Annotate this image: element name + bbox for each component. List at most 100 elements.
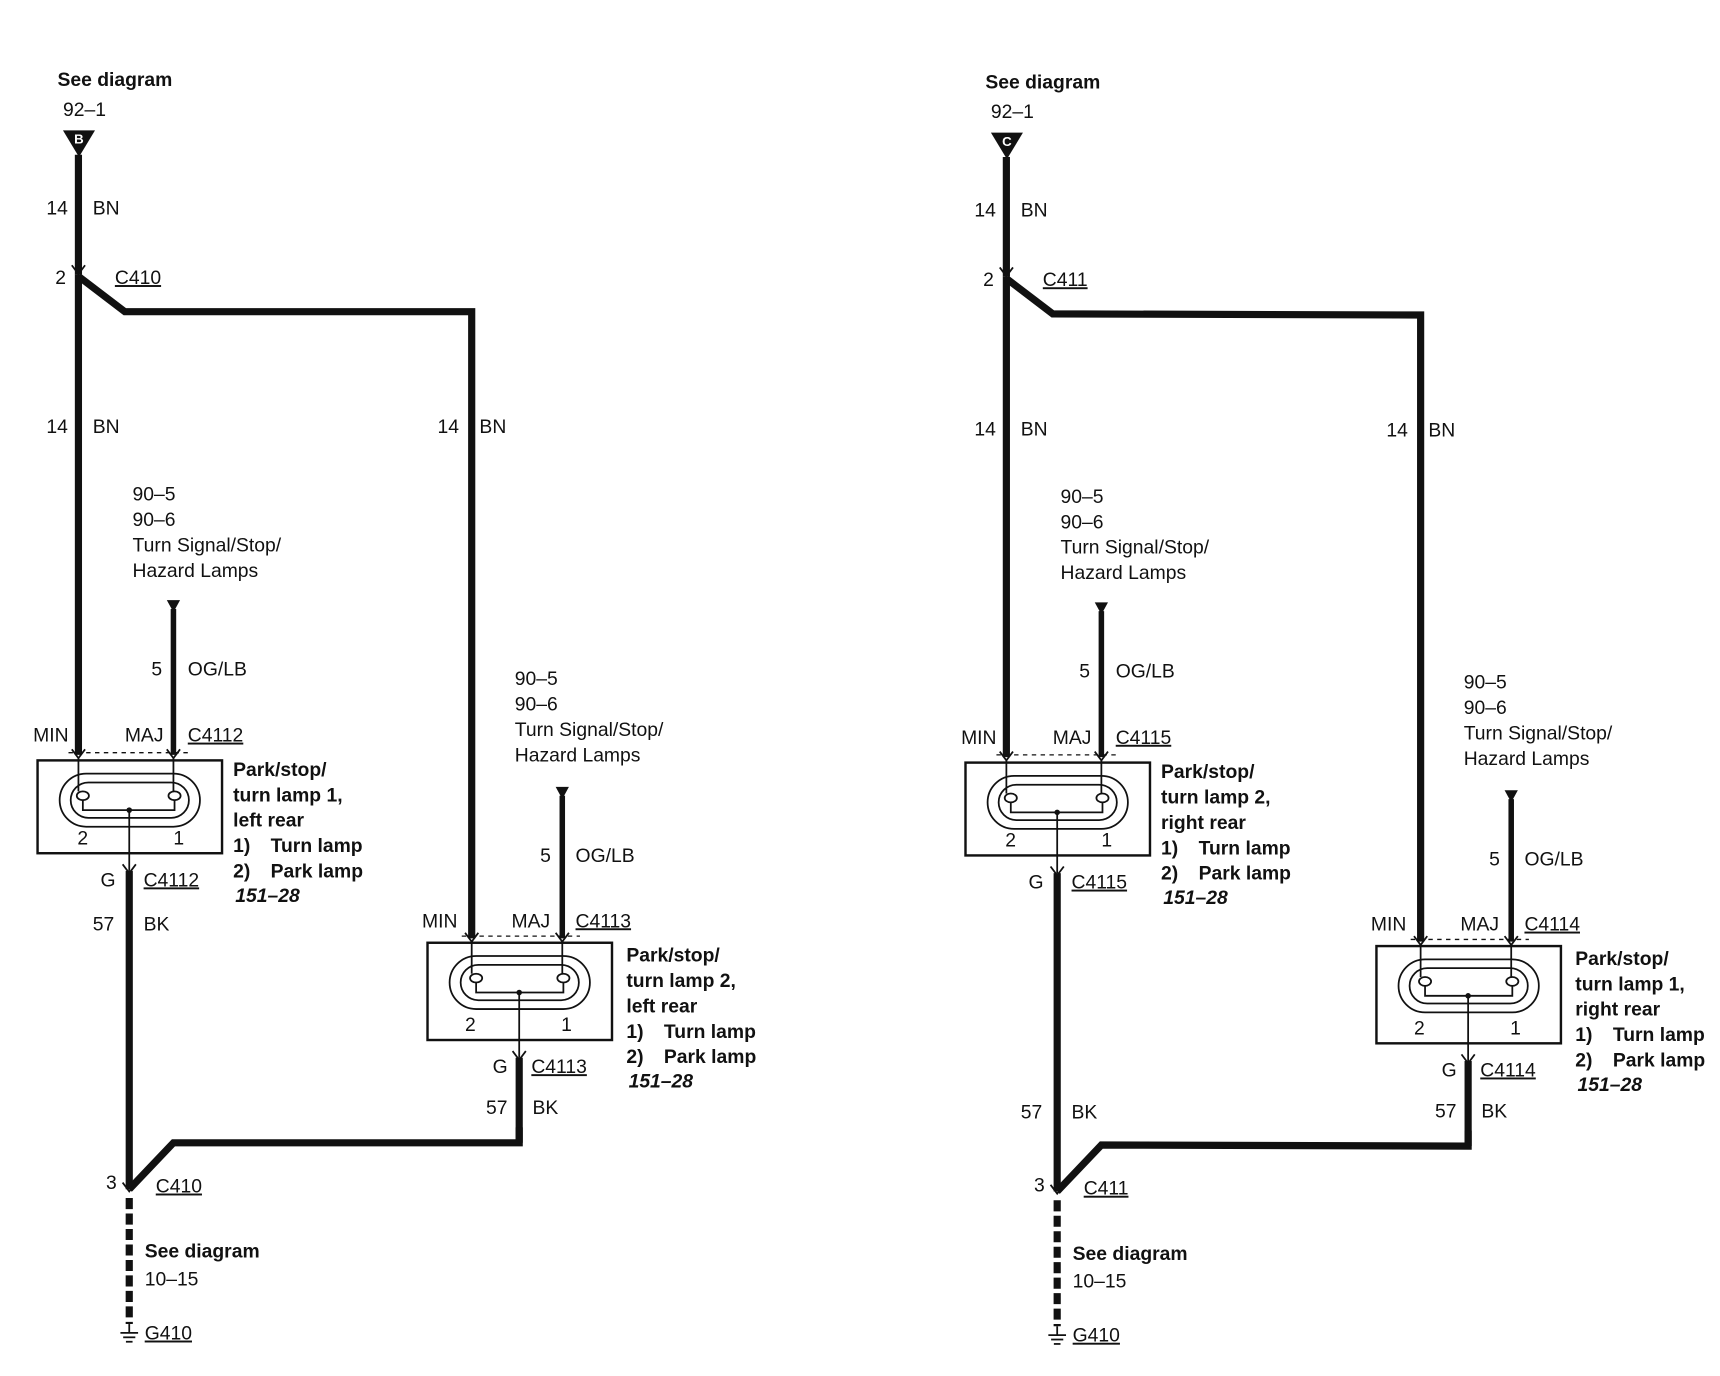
right-lamp-a-pin-maj-label: MAJ <box>1053 728 1092 749</box>
left-branch-wire-gauge: 14 <box>437 417 459 438</box>
right-lamp-b-signal-wire-gauge: 5 <box>1489 849 1500 870</box>
right-lamp-b-page-ref: 151–28 <box>1577 1075 1642 1096</box>
left-lamp-a-signal-wire-color: OG/LB <box>188 659 247 680</box>
left-lamp-a-function-number: 2) <box>233 862 250 883</box>
right-lamp-b-ref-page: 90–6 <box>1464 698 1507 719</box>
left-lamp-b-ref-text: Turn Signal/Stop/ <box>515 720 664 741</box>
left-lamp-b-connector-label: C4113 <box>576 911 632 932</box>
right-bottom-splice-mark <box>1049 1184 1065 1196</box>
right-lamp-a-pin-min-label: MIN <box>961 728 996 749</box>
left-lamp-a-ref-page: 90–5 <box>133 485 176 506</box>
right-lamp-a-ref-page: 90–6 <box>1061 512 1104 533</box>
right-lamp-b-function-label: Park lamp <box>1613 1051 1706 1072</box>
right-lamp-a-ref-text: Turn Signal/Stop/ <box>1061 538 1210 559</box>
right-lamp-b-pin-1-label: 1 <box>1510 1018 1521 1039</box>
right-lamp-b-pin-min-label: MIN <box>1371 915 1406 936</box>
left-lamp-a-ground-pin-label: G <box>101 870 116 891</box>
right-lamp-a-title-line: Park/stop/ <box>1161 762 1255 783</box>
left-branch-wire <box>76 273 476 939</box>
left-lamp-b-pin-min-label: MIN <box>422 911 457 932</box>
left-lamp-b-ref-text: Hazard Lamps <box>515 745 641 766</box>
right-top-splice-connector: C411 <box>1043 270 1088 291</box>
right-lamp-b-function-label: Turn lamp <box>1613 1025 1705 1046</box>
right-lamp-b-ground-connector-label: C4114 <box>1480 1060 1536 1081</box>
right-lamp-a-function-number: 1) <box>1161 838 1178 859</box>
left-lamp-a-title-line: left rear <box>233 811 304 832</box>
left-branch-wire-color: BN <box>479 417 506 438</box>
left-top-splice-connector: C410 <box>115 268 161 289</box>
left-bottom-splice-pin: 3 <box>106 1173 117 1194</box>
left-lamp-a-ref-text: Turn Signal/Stop/ <box>133 536 282 557</box>
left-lamp-a-title-line: turn lamp 1, <box>233 785 343 806</box>
right-lamp-b-title-line: turn lamp 1, <box>1575 974 1685 995</box>
left-ground-see-label: See diagram <box>145 1242 260 1263</box>
left-lamp-a-signal-arrow-icon <box>166 600 181 613</box>
right-source-see-label: See diagram <box>985 72 1100 93</box>
right-branch-wire <box>1004 275 1425 942</box>
right-lamp-a-title-line: turn lamp 2, <box>1161 787 1271 808</box>
left-lamp-b-title-line: Park/stop/ <box>626 946 720 967</box>
right-ground-icon <box>1048 1326 1067 1345</box>
left-lamp-a-function-number: 1) <box>233 836 250 857</box>
left-lamp-b-title-line: turn lamp 2, <box>626 971 736 992</box>
right-trunk-wire-gauge: 14 <box>974 419 996 440</box>
left-lamp-a-pin-1-label: 1 <box>173 828 184 849</box>
left-lamp-a-ref-text: Hazard Lamps <box>133 561 259 582</box>
right-branch-wire-color: BN <box>1428 421 1455 442</box>
right-lamp-a-title-line: right rear <box>1161 813 1246 834</box>
left-trunk-wire-gauge: 14 <box>46 417 68 438</box>
left-lamp-a-ref-page: 90–6 <box>133 510 176 531</box>
right-source-connector-letter: C <box>1002 134 1012 149</box>
left-lamp-b-pin-1-label: 1 <box>561 1015 572 1036</box>
left-lamp-a-ground-wire-color: BK <box>144 915 170 936</box>
right-lamp-a-connector-label: C4115 <box>1116 728 1172 749</box>
left-lamp-b-signal-arrow-icon <box>555 786 569 800</box>
right-lamp-a-ground-wire-color: BK <box>1072 1102 1098 1123</box>
left-lamp-a-ground-connector-label: C4112 <box>144 870 200 891</box>
right-lamp-b-connector-label: C4114 <box>1524 915 1580 936</box>
right-lamp-a-function-label: Turn lamp <box>1199 838 1291 859</box>
right-lamp-a-ref-text: Hazard Lamps <box>1061 563 1187 584</box>
left-lamp-a-function-label: Park lamp <box>271 862 364 883</box>
left-source-connector-icon <box>62 130 96 157</box>
right-lamp-b-signal-arrow-icon <box>1504 790 1518 803</box>
right-lamp-b-function-number: 2) <box>1575 1051 1592 1072</box>
left-feed-wire-gauge: 14 <box>46 198 68 219</box>
right-lamp-a-ground-wire-gauge: 57 <box>1021 1102 1042 1123</box>
right-lamp-b-pin-2-label: 2 <box>1414 1018 1425 1039</box>
left-lamp-b-function-number: 2) <box>626 1047 643 1068</box>
right-feed-wire-gauge: 14 <box>974 201 996 222</box>
right-lamp-a-page-ref: 151–28 <box>1163 888 1228 909</box>
left-ground-icon <box>120 1324 139 1343</box>
right-ground-name-label: G410 <box>1073 1326 1120 1347</box>
left-lamp-a-pin-2-label: 2 <box>77 828 88 849</box>
right-lamp-a-function-number: 2) <box>1161 864 1178 885</box>
left-lamp-a-title-line: Park/stop/ <box>233 760 327 781</box>
left-source-ref-label: 92–1 <box>63 100 106 121</box>
right-lamp-a-signal-arrow-icon <box>1094 602 1109 615</box>
left-trunk-wire-color: BN <box>93 417 120 438</box>
right-source-ref-label: 92–1 <box>991 102 1034 123</box>
left-feed-wire-color: BN <box>93 198 120 219</box>
left-bottom-splice-connector: C410 <box>156 1177 202 1198</box>
left-ground-name-label: G410 <box>145 1324 192 1345</box>
left-lamp-b-pin-2-label: 2 <box>465 1015 476 1036</box>
left-ground-ref-label: 10–15 <box>145 1269 199 1290</box>
right-trunk-wire-color: BN <box>1021 419 1048 440</box>
right-return-bus-wire <box>1054 1130 1472 1194</box>
left-lamp-a-pin-maj-label: MAJ <box>125 726 164 747</box>
left-lamp-b-function-label: Turn lamp <box>664 1022 756 1043</box>
right-lamp-b-title-line: Park/stop/ <box>1575 949 1669 970</box>
right-lamp-a-signal-wire-color: OG/LB <box>1116 661 1175 682</box>
left-lamp-b-ground-wire-color: BK <box>532 1098 558 1119</box>
right-lamp-b-pin-maj-label: MAJ <box>1460 915 1499 936</box>
left-bottom-splice-mark <box>121 1182 137 1193</box>
left-lamp-b-signal-wire-gauge: 5 <box>540 846 551 867</box>
right-bottom-splice-pin: 3 <box>1034 1175 1045 1196</box>
right-source-connector-icon <box>990 132 1023 160</box>
right-top-splice-pin: 2 <box>983 270 994 291</box>
left-return-bus-wire <box>126 1127 523 1192</box>
